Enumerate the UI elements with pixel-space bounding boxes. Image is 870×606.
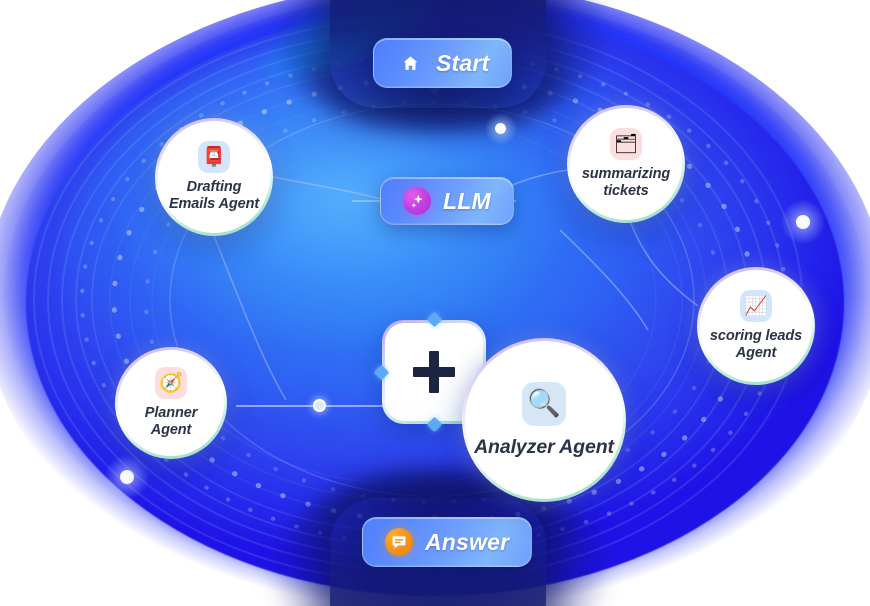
agent-bubble-planner[interactable]: 🧭 Planner Agent (115, 347, 227, 459)
plus-icon (413, 351, 455, 393)
agent-bubble-scoring-leads[interactable]: 📈 scoring leads Agent (697, 267, 815, 385)
agent-bubble-surface: 📮 Drafting Emails Agent (158, 121, 270, 233)
node-answer-label: Answer (425, 528, 510, 555)
postbox-icon: 📮 (198, 141, 230, 174)
agent-label: scoring leads Agent (709, 328, 803, 361)
agent-label: Planner Agent (144, 405, 198, 438)
node-add-block-surface: + (385, 323, 483, 421)
agent-label: Analyzer Agent (474, 435, 614, 458)
wire-ring-node[interactable] (313, 399, 326, 412)
node-start[interactable]: Start (373, 38, 513, 88)
magnifying-glass-icon: 🔍 (522, 381, 566, 426)
sparkle-icon (403, 187, 431, 215)
agent-label: Drafting Emails Agent (168, 179, 260, 212)
agent-bubble-surface: 🔍 Analyzer Agent (465, 341, 623, 499)
chat-bubble-icon (385, 528, 413, 556)
glow-dot-left (120, 470, 134, 484)
agent-bubble-surface: 📈 scoring leads Agent (700, 270, 812, 382)
chart-increasing-icon: 📈 (740, 290, 772, 323)
node-answer[interactable]: Answer (362, 517, 533, 567)
agent-bubble-analyzer[interactable]: 🔍 Analyzer Agent (462, 338, 626, 502)
agent-bubble-summarizing-tickets[interactable]: 🗂 summarizing tickets (567, 105, 685, 223)
glow-dot-top (495, 123, 506, 134)
glow-dot-right (796, 215, 810, 229)
node-add-block[interactable]: + (373, 311, 495, 433)
agent-bubble-drafting-emails[interactable]: 📮 Drafting Emails Agent (155, 118, 273, 236)
node-start-label: Start (436, 49, 490, 76)
agent-bubble-surface: 🗂 summarizing tickets (570, 108, 682, 220)
card-index-dividers-icon: 🗂 (610, 128, 642, 161)
agent-label: summarizing tickets (581, 166, 671, 199)
compass-icon: 🧭 (155, 367, 187, 400)
agent-bubble-surface: 🧭 Planner Agent (118, 350, 224, 456)
home-icon (396, 49, 424, 77)
node-llm-label: LLM (443, 187, 491, 214)
node-llm[interactable]: LLM (380, 177, 514, 225)
